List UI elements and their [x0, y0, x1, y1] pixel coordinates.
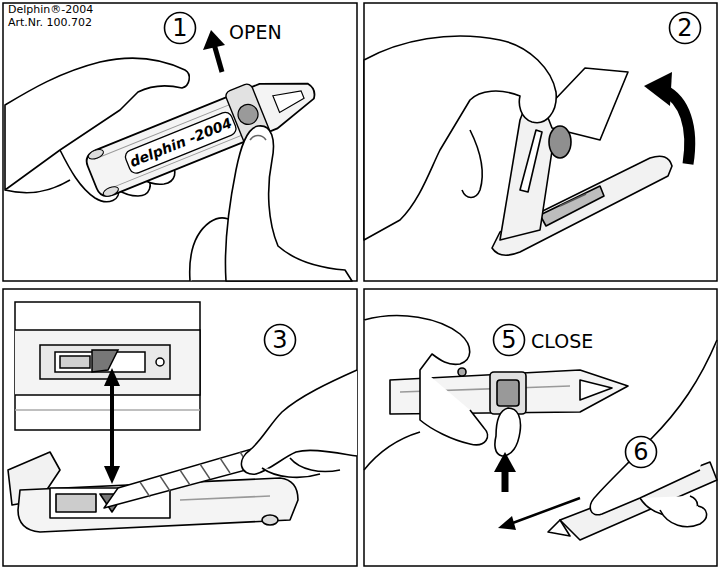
cutting-scene [548, 340, 717, 540]
open-knife-body [56, 494, 96, 512]
double-arrow [104, 368, 120, 386]
holding-hand [364, 432, 420, 470]
cutter-knife [235, 101, 261, 127]
open-knife-body [180, 496, 270, 500]
holding-hand [290, 458, 340, 472]
step-number: 1 [163, 11, 197, 45]
detail-inset [60, 356, 90, 368]
step-caption: OPEN [229, 22, 282, 43]
step-number: 2 [668, 11, 702, 45]
cutter-knife [273, 85, 306, 112]
cut-direction-arrow [498, 516, 516, 530]
holding-hand [241, 370, 357, 477]
double-arrow [104, 466, 120, 484]
push-arrow [502, 470, 509, 492]
step-circle [494, 325, 525, 356]
closed-knife [580, 380, 612, 400]
detail-inset [15, 409, 200, 411]
opened-knife [560, 194, 586, 206]
double-arrow [104, 368, 120, 484]
holding-hand [364, 36, 556, 240]
holding-hand [462, 130, 482, 198]
holding-hand [495, 408, 521, 456]
push-arrow [494, 452, 516, 472]
rotation-arrow [644, 72, 690, 164]
snap-off-blade [104, 446, 268, 508]
holding-hand [241, 370, 357, 474]
cut-direction-arrow [498, 498, 580, 530]
detail-inset [15, 330, 200, 395]
opened-knife [549, 126, 571, 158]
open-knife-body [262, 515, 278, 525]
step-number-text: 2 [677, 16, 692, 40]
article-number: Art.Nr. 100.702 [8, 17, 92, 29]
detail-inset [15, 302, 200, 430]
step-number-text: 5 [501, 328, 516, 352]
pressing-hand [190, 126, 352, 281]
cutter-knife [102, 185, 120, 198]
snap-off-blade [104, 446, 268, 508]
step-number: 3 [263, 323, 297, 357]
cutting-scene [548, 520, 570, 536]
panel-frame [3, 3, 717, 566]
panel-frame [364, 3, 717, 281]
double-arrow [110, 382, 114, 470]
pressing-hand [225, 126, 352, 281]
cutter-knife [123, 110, 238, 175]
panel-frame [3, 3, 357, 281]
rotation-arrow [644, 72, 672, 106]
cutting-scene [590, 340, 717, 515]
cutter-knife [83, 66, 322, 200]
direction-arrow [214, 44, 222, 72]
step-number: 6 [624, 435, 658, 469]
product-title: Delphin®-2004 [8, 4, 93, 16]
detail-inset [15, 302, 200, 430]
opened-knife [520, 130, 542, 192]
panel-frame [364, 289, 717, 566]
step-circle [165, 13, 196, 44]
step-circle [265, 325, 296, 356]
step-number-text: 3 [272, 328, 287, 352]
cut-direction-arrow [510, 498, 580, 524]
cutter-knife [81, 61, 323, 204]
direction-arrow [203, 30, 225, 72]
panel-frame [3, 289, 357, 566]
opened-knife [540, 186, 604, 226]
pressing-hand [250, 136, 266, 141]
holding-hand [364, 36, 556, 240]
step-number: 5 [492, 323, 526, 357]
step-caption: CLOSE [531, 331, 593, 352]
step-number-text: 1 [172, 16, 187, 40]
push-arrow [494, 452, 516, 492]
detail-inset [40, 345, 170, 379]
closed-knife [497, 380, 519, 406]
step-number-text: 6 [633, 440, 648, 464]
detail-inset [92, 350, 118, 372]
direction-arrow [203, 30, 225, 50]
brand-imprint: delphin -2004 [128, 116, 235, 171]
detail-inset [156, 358, 164, 366]
closed-knife [458, 368, 466, 376]
snap-off-blade [140, 452, 250, 497]
step-circle [626, 437, 657, 468]
step-circle [670, 13, 701, 44]
holding-hand [5, 180, 70, 193]
cutter-knife [87, 148, 105, 161]
cutting-scene [660, 506, 707, 527]
holding-hand [364, 316, 488, 445]
